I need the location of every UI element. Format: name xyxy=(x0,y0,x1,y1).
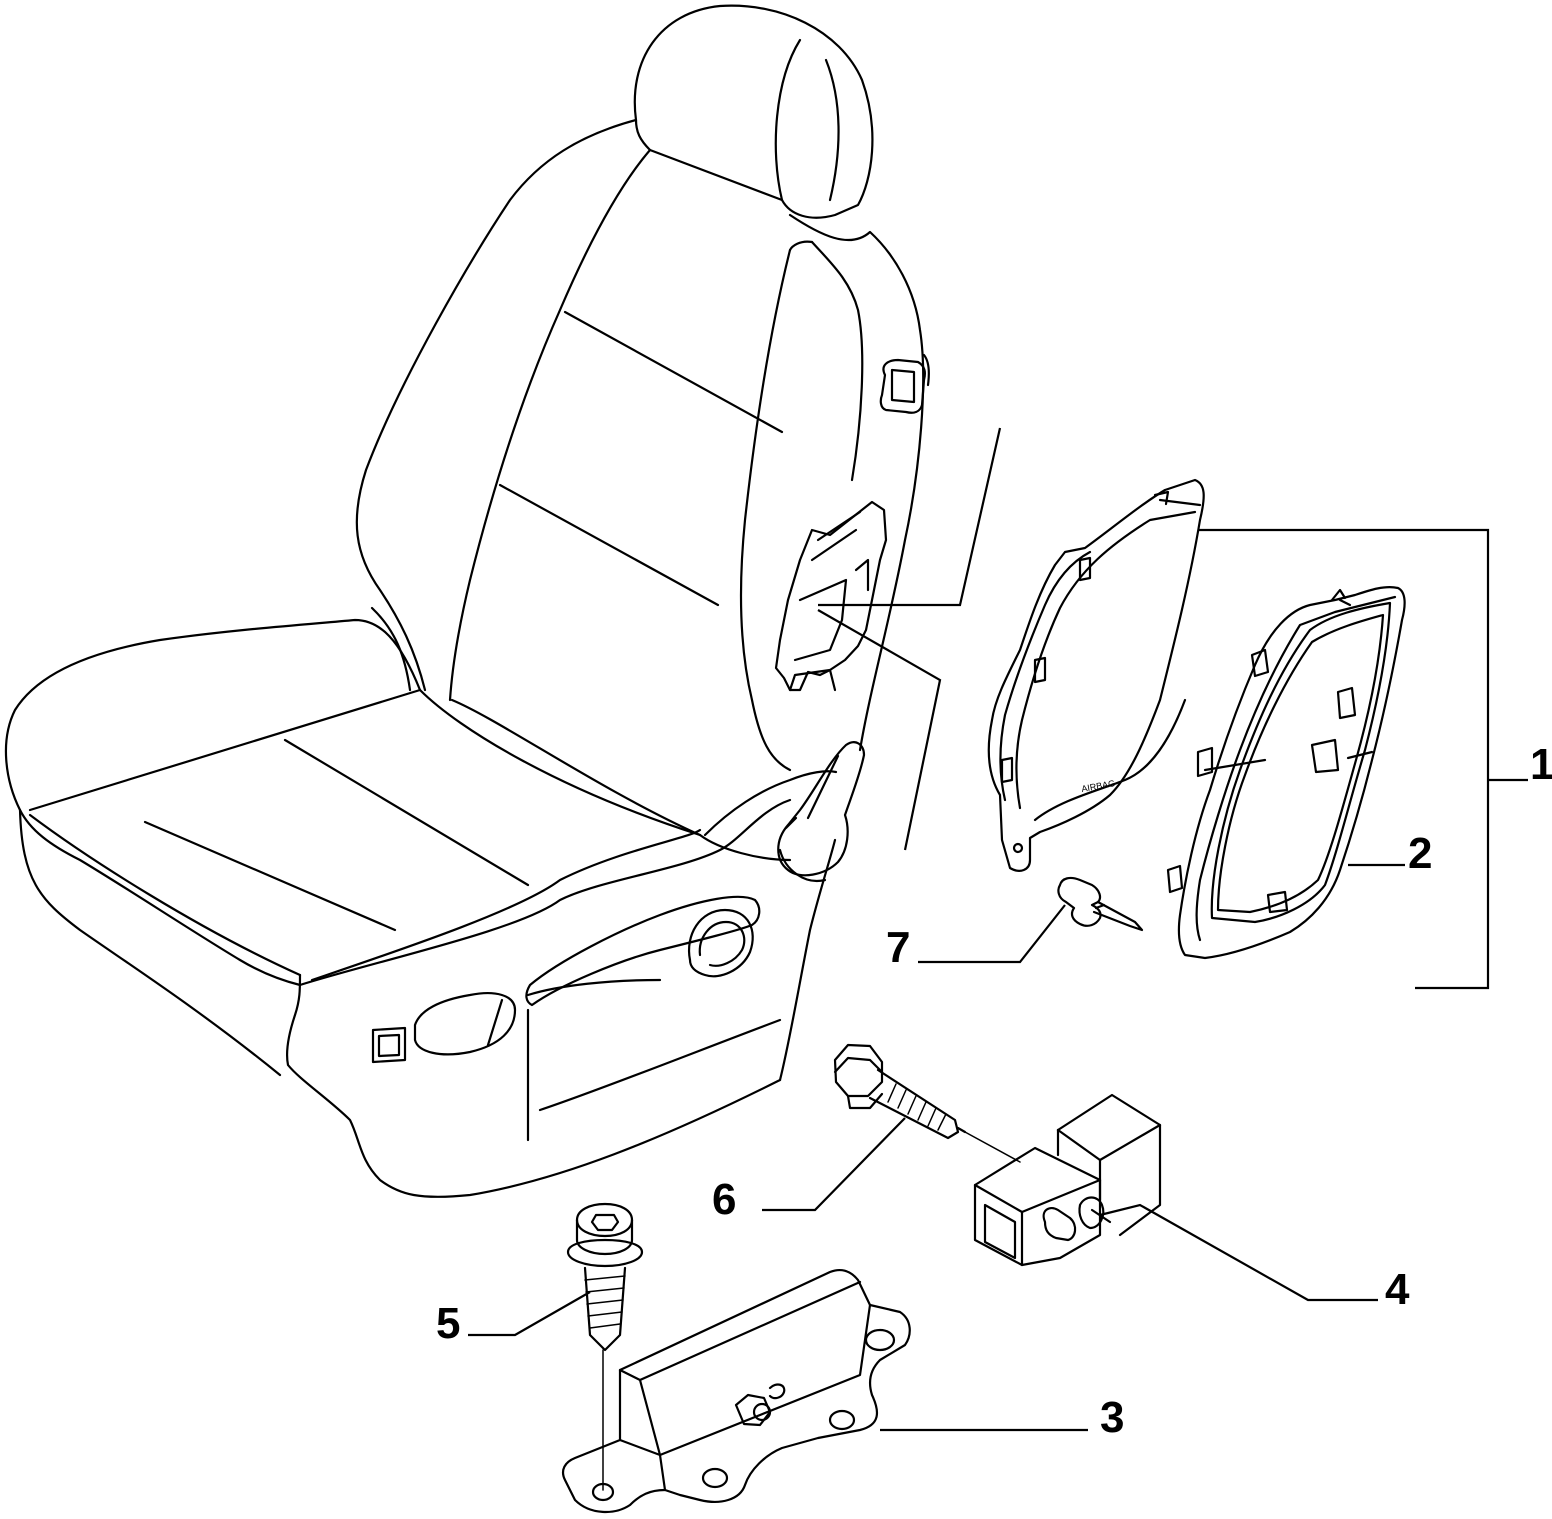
callout-1: 1 xyxy=(1530,740,1552,789)
seat-illustration xyxy=(4,4,930,1198)
bolt xyxy=(833,1043,967,1140)
headrest xyxy=(633,4,874,219)
screw xyxy=(566,1202,644,1491)
airbag-cover-frame xyxy=(1166,586,1406,960)
callout-labels: 1 2 3 4 5 6 7 xyxy=(436,740,1552,1442)
seat-backrest xyxy=(355,118,930,772)
callout-2: 2 xyxy=(1408,829,1432,878)
rivet xyxy=(1057,876,1144,932)
callout-3: 3 xyxy=(1100,1393,1124,1442)
airbag-marking: AIRBAG xyxy=(1081,778,1116,794)
mounting-bracket xyxy=(561,1269,911,1514)
leader-lines xyxy=(468,427,1528,1432)
callout-7: 7 xyxy=(886,923,910,972)
callout-5: 5 xyxy=(436,1299,460,1348)
seat-cushion xyxy=(4,618,866,1198)
callout-6: 6 xyxy=(712,1175,736,1224)
crash-sensor xyxy=(964,1093,1162,1267)
callout-4: 4 xyxy=(1385,1265,1410,1314)
airbag-module: AIRBAG xyxy=(987,478,1205,872)
